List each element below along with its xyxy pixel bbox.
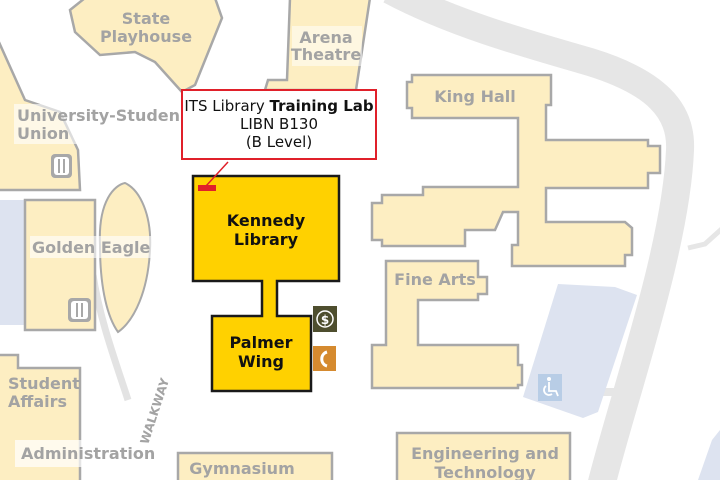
label-arena-theatre-2: Theatre (291, 45, 361, 64)
label-walkway: WALKWAY (138, 376, 173, 446)
road-branch (687, 227, 720, 251)
building-engineering-technology[interactable] (395, 431, 572, 480)
dining-icon[interactable] (51, 154, 72, 178)
label-state-playhouse-1: State (122, 9, 171, 28)
label-usu-1: University-Studen (17, 106, 180, 125)
parking-lot-left (0, 200, 26, 325)
building-fine-arts[interactable] (370, 259, 524, 390)
training-lab-marker[interactable] (198, 185, 216, 191)
road (383, 0, 695, 480)
callout-line-1: ITS Library Training Lab (183, 97, 375, 115)
label-kennedy-2: Library (234, 230, 299, 249)
label-kennedy-1: Kennedy (227, 211, 306, 230)
svg-text:$: $ (321, 313, 329, 327)
callout-title: Training Lab (269, 97, 374, 115)
road-connector (600, 388, 622, 396)
label-golden-eagle: Golden Eagle (32, 238, 151, 257)
building-king-hall[interactable] (370, 73, 662, 268)
callout-prefix: ITS Library (184, 97, 265, 115)
phone-icon[interactable] (313, 346, 336, 371)
training-lab-callout: ITS Library Training Lab LIBN B130 (B Le… (181, 89, 377, 160)
label-palmer-1: Palmer (230, 333, 293, 352)
callout-level: (B Level) (245, 133, 313, 151)
accessible-parking-icon[interactable] (538, 374, 562, 401)
callout-pointer (205, 161, 229, 187)
building-gymnasium[interactable] (176, 451, 334, 480)
parking-lot-corner (698, 430, 720, 480)
label-fine-arts: Fine Arts (394, 270, 476, 289)
building-kennedy-library[interactable] (191, 174, 341, 393)
atm-dollar-icon[interactable]: $ (313, 306, 337, 332)
label-state-playhouse-2: Playhouse (100, 27, 192, 46)
label-palmer-2: Wing (238, 352, 284, 371)
label-king-hall: King Hall (434, 87, 515, 106)
label-student-affairs-1: Student (8, 374, 80, 393)
label-administration: Administration (21, 444, 155, 463)
callout-room: LIBN B130 (240, 115, 318, 133)
label-engineering-2: Technology (434, 463, 536, 480)
label-usu-2: Union (17, 124, 69, 143)
label-engineering-1: Engineering and (411, 444, 559, 463)
dining-icon[interactable] (68, 298, 91, 322)
label-student-affairs-2: Affairs (8, 392, 67, 411)
label-gymnasium: Gymnasium (189, 459, 295, 478)
label-arena-theatre-1: Arena (299, 28, 352, 47)
